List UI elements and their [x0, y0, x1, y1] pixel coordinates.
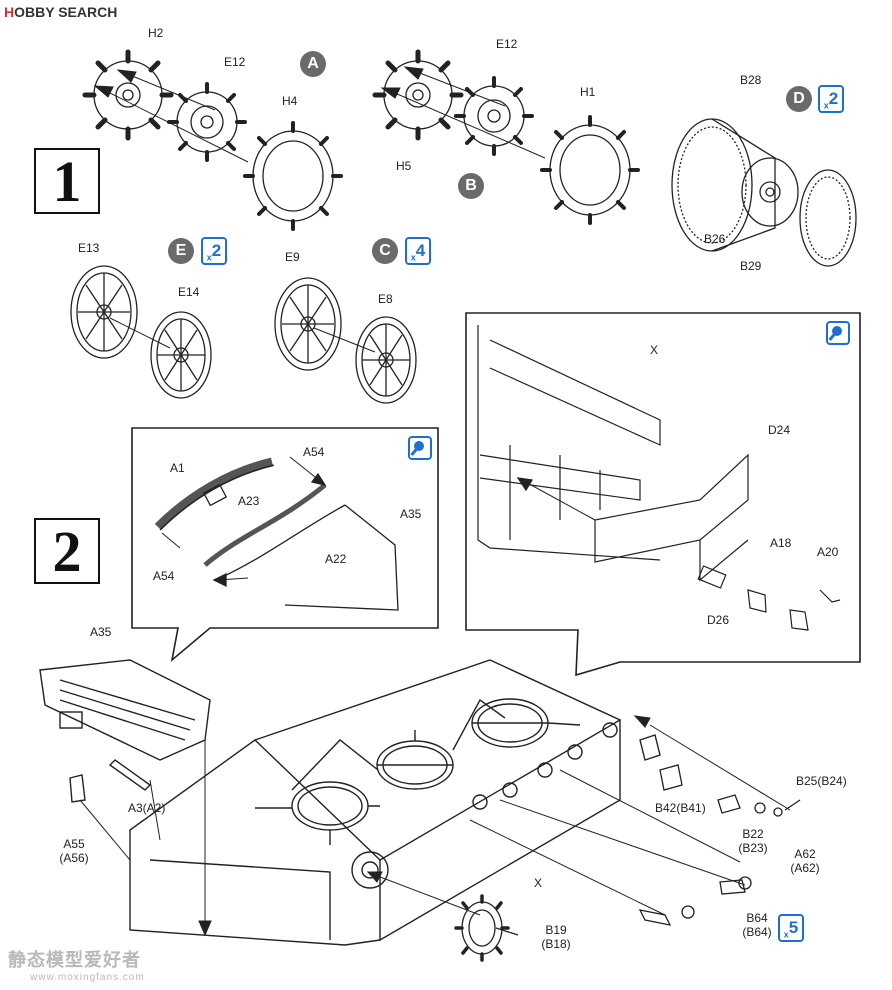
logo-text: OBBY SEARCH: [14, 4, 118, 20]
part-label-b28: B28: [740, 73, 762, 87]
part-label-b42: B42(B41): [655, 801, 706, 815]
detail-box-left: [131, 427, 439, 663]
part-label-a20: A20: [817, 545, 839, 559]
multiplier-c-value: 4: [415, 241, 426, 260]
detail-box-right: [465, 312, 861, 677]
multiplier-e-value: 2: [211, 241, 222, 260]
part-label-e13: E13: [78, 241, 100, 255]
idler-e9: [274, 277, 342, 371]
frame-x-detail: [477, 325, 841, 631]
part-label-b64: B64: [746, 911, 768, 925]
part-label-b23: (B23): [738, 841, 768, 855]
hull-main: [39, 659, 661, 946]
sprocket-e12-a: [167, 82, 247, 162]
detail-pin-icon-right: [826, 321, 850, 345]
badge-d: D: [786, 86, 812, 112]
part-label-a62: A62: [794, 847, 816, 861]
part-label-x-detail: X: [650, 343, 659, 357]
part-label-a54-top: A54: [303, 445, 325, 459]
multiplier-c-icon: x4: [405, 237, 431, 265]
part-label-e12-a: E12: [224, 55, 246, 69]
roadwheel-d: [671, 118, 857, 267]
sprocket-b19: [454, 894, 519, 962]
part-label-b29: B29: [740, 259, 762, 273]
multiplier-b64-value: 5: [788, 918, 799, 937]
sprocket-ring-h1: [540, 115, 640, 225]
badge-e: E: [168, 238, 194, 264]
part-label-a22: A22: [325, 552, 347, 566]
part-label-e8: E8: [378, 292, 393, 306]
assembly-lines-hull: [79, 715, 791, 937]
part-label-e9: E9: [285, 250, 300, 264]
multiplier-d-icon: x2: [818, 85, 844, 113]
part-label-b26: B26: [704, 232, 726, 246]
part-label-a3: A3(A2): [128, 801, 166, 815]
part-label-b22: B22: [742, 827, 764, 841]
watermark-url: www.moxingfans.com: [30, 972, 145, 983]
idler-e13: [70, 265, 138, 359]
swing-arms: [638, 764, 801, 926]
part-label-a56: (A56): [59, 851, 89, 865]
sprocket-h2: [82, 49, 174, 141]
sprocket-e12-b: [454, 76, 534, 156]
badge-b: B: [458, 173, 484, 199]
part-label-d26: D26: [707, 613, 730, 627]
part-label-b18: (B18): [541, 937, 571, 951]
part-label-a62-b: (A62): [790, 861, 820, 875]
badge-c: C: [372, 238, 398, 264]
multiplier-b64-icon: x5: [778, 914, 804, 942]
part-label-b19: B19: [545, 923, 567, 937]
part-label-a35: A35: [90, 625, 112, 639]
part-label-a23: A23: [238, 494, 260, 508]
sprocket-h5: [372, 49, 464, 141]
part-label-h5: H5: [396, 159, 412, 173]
idler-e14: [109, 311, 212, 399]
part-label-x-hull: X: [534, 876, 543, 890]
part-label-h1: H1: [580, 85, 596, 99]
part-label-a55: A55: [63, 837, 85, 851]
watermark: 静态模型爱好者 www.moxingfans.com: [8, 946, 145, 983]
part-label-h2: H2: [148, 26, 164, 40]
sprocket-ring-h4: [243, 121, 343, 231]
part-label-e12-b: E12: [496, 37, 518, 51]
part-label-a35-detail: A35: [400, 507, 422, 521]
part-label-a1: A1: [170, 461, 185, 475]
part-label-a18: A18: [770, 536, 792, 550]
multiplier-d-value: 2: [828, 89, 839, 108]
idler-e8: [313, 316, 417, 404]
badge-a: A: [300, 51, 326, 77]
watermark-text: 静态模型爱好者: [8, 950, 141, 970]
part-label-b25: B25(B24): [796, 774, 847, 788]
hobby-search-logo: HOBBY SEARCH: [4, 4, 117, 20]
multiplier-e-icon: x2: [201, 237, 227, 265]
logo-mark: H: [4, 4, 15, 20]
detail-pin-icon-left: [408, 436, 432, 460]
part-label-d24: D24: [768, 423, 791, 437]
part-label-a54-bottom: A54: [153, 569, 175, 583]
part-label-e14: E14: [178, 285, 200, 299]
step-1-box: 1: [34, 148, 100, 214]
leaf-spring-a1: [154, 457, 275, 531]
step-2-box: 2: [34, 518, 100, 584]
part-label-h4: H4: [282, 94, 298, 108]
part-label-b64-b: (B64): [742, 925, 772, 939]
